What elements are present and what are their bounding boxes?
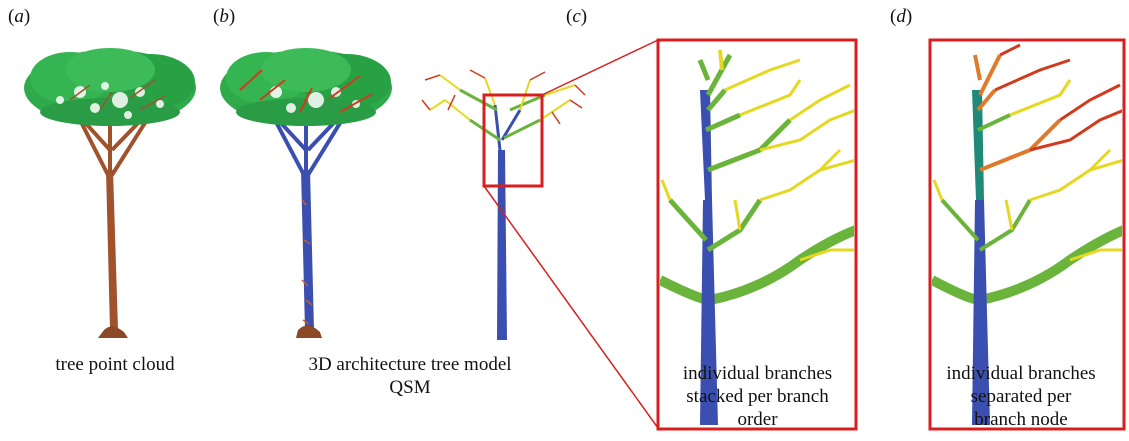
qsm-overlay-illustration <box>220 48 392 338</box>
branch-node-zoom-panel <box>928 38 1126 431</box>
panel-label-d: (d) <box>890 6 913 27</box>
zoom-connector-lines <box>483 39 659 429</box>
panel-label-b: (b) <box>213 6 236 27</box>
caption-a: tree point cloud <box>55 354 175 375</box>
qsm-model-illustration <box>421 69 586 340</box>
tree-point-cloud-illustration <box>24 48 196 338</box>
branch-order-zoom-panel <box>656 38 858 431</box>
caption-c: individual branches stacked per branch o… <box>682 363 833 430</box>
zoom-region-box <box>482 93 544 188</box>
caption-d: individual branches separated per branch… <box>946 363 1096 430</box>
panel-label-c: (c) <box>566 6 588 27</box>
caption-b: 3D architecture tree model QSM <box>308 354 512 398</box>
panel-label-a: (a) <box>8 6 31 27</box>
